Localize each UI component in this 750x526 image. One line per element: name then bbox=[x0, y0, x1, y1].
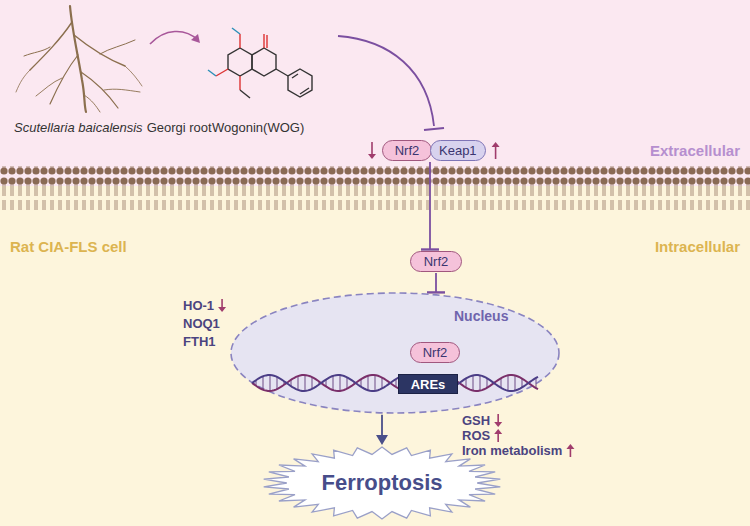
node-text: Nrf2 bbox=[395, 143, 420, 158]
ares-box: AREs bbox=[398, 374, 458, 394]
change-arrow bbox=[371, 142, 373, 155]
gene-label: NOQ1 bbox=[183, 316, 220, 331]
arrow-connector bbox=[376, 415, 388, 445]
node-text: Nrf2 bbox=[424, 254, 449, 269]
change-arrowhead bbox=[494, 422, 502, 427]
marker-label: ROS bbox=[462, 428, 490, 443]
gene-label: FTH1 bbox=[183, 334, 216, 349]
region-label: Extracellular bbox=[650, 142, 740, 159]
inhibition-connector bbox=[427, 273, 445, 292]
marker-label: GSH bbox=[462, 413, 490, 428]
node-text: Ferroptosis bbox=[321, 470, 442, 496]
change-arrow bbox=[497, 433, 499, 442]
change-arrowhead bbox=[566, 444, 574, 449]
change-arrow bbox=[570, 448, 572, 457]
gene-label: HO-1 bbox=[183, 298, 214, 313]
nrf2-pill: Nrf2 bbox=[410, 251, 462, 272]
marker-label: Iron metabolism bbox=[462, 443, 562, 458]
region-label: Intracellular bbox=[655, 238, 740, 255]
change-arrow bbox=[221, 299, 223, 308]
node-text: AREs bbox=[411, 377, 446, 392]
nrf2-pill: Nrf2 bbox=[410, 342, 460, 363]
node-text: Keap1 bbox=[439, 143, 477, 158]
species-name: Scutellaria baicalensis bbox=[14, 120, 143, 135]
keap1-pill: Keap1 bbox=[430, 140, 486, 161]
compound-name: Wogonin(WOG) bbox=[212, 120, 304, 135]
change-arrowhead bbox=[492, 142, 500, 147]
nucleus-ellipse: NucleusNrf2AREs bbox=[230, 292, 560, 414]
species-name: Georgi root bbox=[147, 120, 212, 135]
nrf2-pill: Nrf2 bbox=[382, 140, 432, 161]
change-arrow bbox=[495, 146, 497, 159]
node-text: Nucleus bbox=[454, 308, 508, 324]
cell-label: Rat CIA-FLS cell bbox=[10, 238, 127, 255]
change-arrowhead bbox=[368, 154, 376, 159]
node-text: Nrf2 bbox=[423, 345, 448, 360]
change-arrow bbox=[497, 414, 499, 423]
inhibition-connector bbox=[421, 162, 439, 250]
change-arrowhead bbox=[494, 429, 502, 434]
change-arrowhead bbox=[218, 307, 226, 312]
nucleus-outline bbox=[230, 292, 560, 414]
